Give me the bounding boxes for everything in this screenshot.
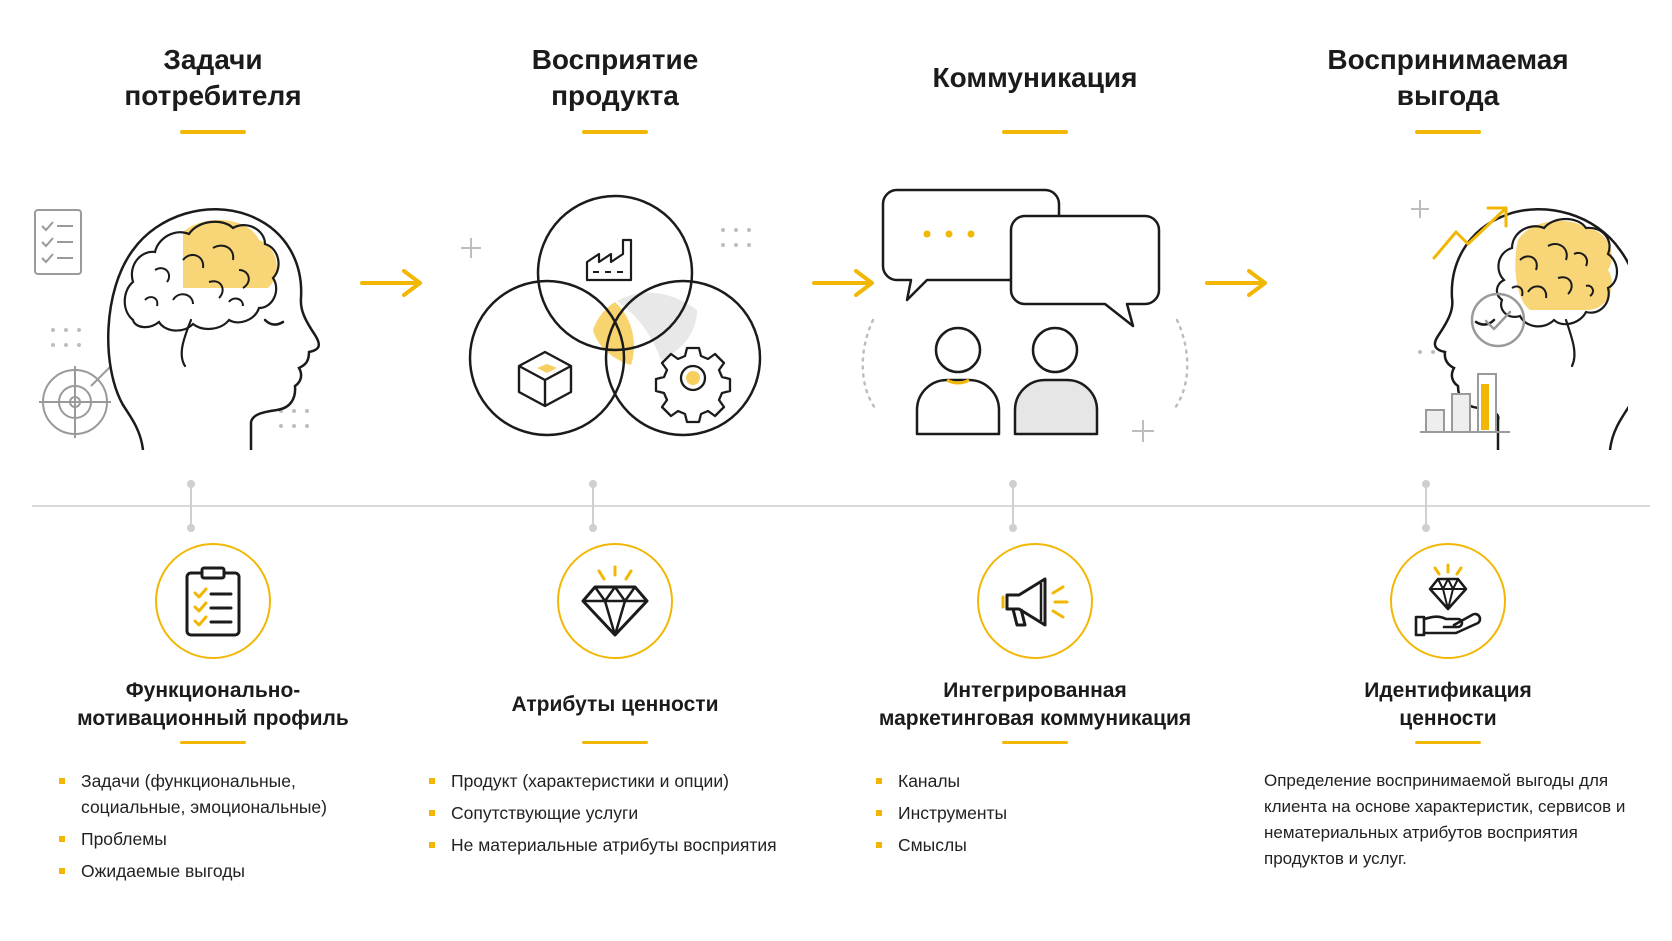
venn-diagram-icon [461,194,762,437]
timeline-connector [1009,480,1017,532]
list-item: Не материальные атрибуты восприятия [425,832,805,858]
title-line: Коммуникация [932,62,1138,93]
list-item: Проблемы [55,826,400,852]
subtitle-line: Функционально- [125,679,301,702]
list-item: Инструменты [872,800,1217,826]
badge-circle [557,543,673,659]
arrow-right-icon [1205,269,1267,297]
title-underline [1002,130,1068,134]
timeline-line [32,505,1650,507]
title-line: Восприятие [531,44,699,75]
list-item: Смыслы [872,832,1217,858]
head-brain-growth-icon [1411,200,1628,450]
diamond-icon [581,565,649,637]
stage-description: Определение воспринимаемой выгоды для кл… [1264,771,1626,868]
list-item: Каналы [872,768,1217,794]
stage-subtitle: Атрибуты ценности [435,691,795,719]
head-brain-icon [34,207,321,450]
stage-product-perception: Восприятие продукта [429,0,795,941]
stage-communication: Коммуникация [855,0,1215,941]
stage-subtitle: Функционально- мотивационный профиль [33,677,393,733]
title-line: Воспринимаемая [1327,44,1569,75]
list-item: Ожидаемые выгоды [55,858,400,884]
title-line: потребителя [124,80,302,111]
bullet-list: Каналы Инструменты Смыслы [872,768,1217,864]
stage-title: Воспринимаемая выгода [1268,42,1628,114]
stage-consumer-tasks: Задачи потребителя [33,0,393,941]
subtitle-line: Идентификация [1364,679,1532,702]
people-chat-icon [861,188,1189,442]
title-underline [180,130,246,134]
list-item: Сопутствующие услуги [425,800,805,826]
subtitle-underline [180,741,246,744]
subtitle-line: маркетинговая коммуникация [878,707,1192,730]
subtitle-line: мотивационный профиль [77,707,349,730]
timeline-connector [589,480,597,532]
subtitle-underline [582,741,648,744]
subtitle-line: Атрибуты ценности [511,693,719,716]
list-item: Задачи (функциональные, социальные, эмоц… [55,768,400,820]
badge-circle [1390,543,1506,659]
title-line: Задачи [163,44,263,75]
stage-title: Задачи потребителя [33,42,393,114]
clipboard-checklist-icon [185,566,241,637]
subtitle-line: ценности [1399,707,1497,730]
badge-circle [977,543,1093,659]
title-underline [1415,130,1481,134]
stage-subtitle: Интегрированная маркетинговая коммуникац… [855,677,1215,733]
bullet-list: Задачи (функциональные, социальные, эмоц… [55,768,400,890]
stage-subtitle: Идентификация ценности [1268,677,1628,733]
megaphone-icon [1001,577,1069,627]
arrow-right-icon [360,269,422,297]
subtitle-line: Интегрированная [943,679,1127,702]
timeline-connector [187,480,195,532]
title-line: выгода [1396,80,1500,111]
stage-title: Восприятие продукта [435,42,795,114]
subtitle-underline [1415,741,1481,744]
list-item: Продукт (характеристики и опции) [425,768,805,794]
bullet-list: Продукт (характеристики и опции) Сопутст… [425,768,805,864]
hand-diamond-icon [1414,563,1482,637]
title-underline [582,130,648,134]
arrow-right-icon [812,269,874,297]
badge-circle [155,543,271,659]
title-line: продукта [551,80,679,111]
stage-perceived-benefit: Воспринимаемая выгода [1264,0,1628,941]
subtitle-underline [1002,741,1068,744]
timeline-connector [1422,480,1430,532]
stage-title: Коммуникация [855,60,1215,96]
